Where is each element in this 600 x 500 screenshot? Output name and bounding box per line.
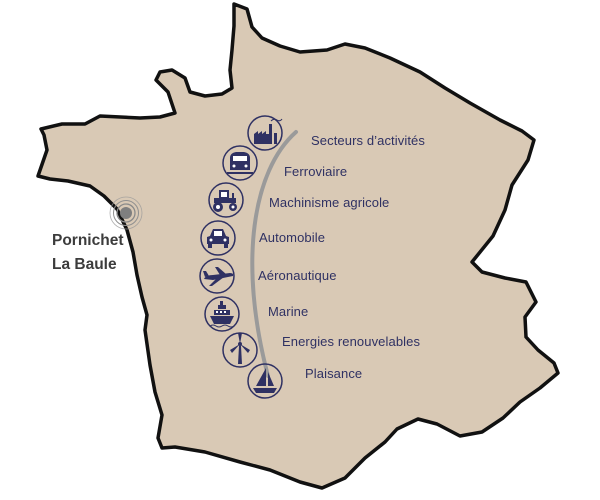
sector-label-automobile: Automobile bbox=[259, 230, 326, 245]
sector-label-energies-renouvelables: Energies renouvelables bbox=[282, 334, 421, 349]
sector-label-ferroviaire: Ferroviaire bbox=[284, 164, 348, 179]
airplane-icon bbox=[199, 258, 235, 294]
factory-icon bbox=[247, 115, 283, 151]
car-icon bbox=[200, 220, 236, 256]
tractor-icon bbox=[208, 182, 244, 218]
location-marker bbox=[109, 196, 143, 230]
france-shape bbox=[36, 2, 560, 490]
sector-label-plaisance: Plaisance bbox=[305, 366, 363, 381]
city-name-line1: Pornichet bbox=[52, 232, 124, 249]
sector-label-machinisme-agricole: Machinisme agricole bbox=[269, 195, 390, 210]
sector-arc bbox=[250, 130, 298, 378]
ship-icon bbox=[204, 296, 240, 332]
sailboat-icon bbox=[247, 363, 283, 399]
train-icon bbox=[222, 145, 258, 181]
sector-label-marine: Marine bbox=[268, 304, 309, 319]
wind-turbine-icon bbox=[222, 332, 258, 368]
city-name-line2: La Baule bbox=[52, 256, 117, 273]
sector-label-aeronautique: Aéronautique bbox=[258, 268, 337, 283]
sector-label-secteurs: Secteurs d’activités bbox=[311, 133, 425, 148]
